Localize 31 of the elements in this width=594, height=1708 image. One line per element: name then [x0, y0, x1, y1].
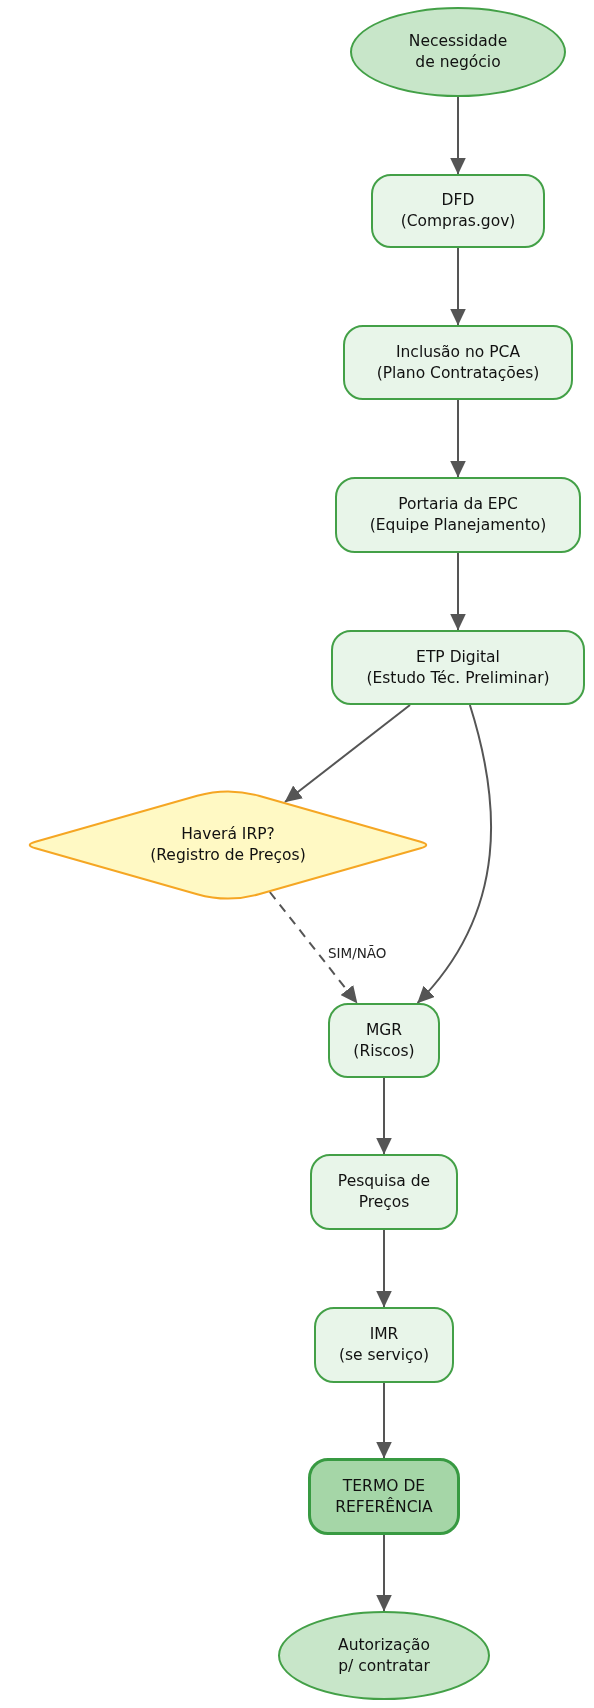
step-text: Necessidade de negócio	[408, 31, 508, 73]
arrow	[450, 399, 466, 478]
step-text: Inclusão no PCA (Plano Contratações)	[376, 341, 540, 384]
highlighted-process-box	[308, 1458, 460, 1535]
step-text: Portaria da EPC (Equipe Planejamento)	[369, 494, 547, 536]
process-box	[328, 1003, 440, 1078]
arrow	[416, 704, 493, 1004]
step-text: ETP Digital (Estudo Téc. Preliminar)	[366, 646, 550, 689]
step-text: TERMO DE REFERÊNCIA	[335, 1475, 433, 1518]
arrow	[450, 247, 466, 326]
arrow	[376, 1382, 392, 1459]
process-box	[335, 477, 581, 553]
dashed-arrow	[268, 891, 359, 1004]
process-box	[331, 630, 585, 705]
arrow	[284, 704, 411, 803]
process-box	[343, 325, 573, 400]
process-box	[314, 1307, 454, 1383]
step-text: MGR (Riscos)	[353, 1019, 415, 1062]
step-text: Autorização p/ contratar	[338, 1634, 430, 1677]
process-box	[310, 1154, 458, 1230]
step-text: IMR (se serviço)	[338, 1324, 430, 1366]
step-text: Pesquisa de Preços	[337, 1171, 431, 1213]
step-text: Haverá IRP? (Registro de Preços)	[150, 824, 306, 866]
arrow	[376, 1534, 392, 1612]
arrow	[450, 552, 466, 631]
arrow	[450, 96, 466, 175]
arrow	[376, 1077, 392, 1155]
edge-label: SIM/NÃO	[326, 944, 389, 962]
step-text: DFD (Compras.gov)	[400, 190, 516, 232]
arrow	[376, 1229, 392, 1308]
process-box	[371, 174, 545, 248]
